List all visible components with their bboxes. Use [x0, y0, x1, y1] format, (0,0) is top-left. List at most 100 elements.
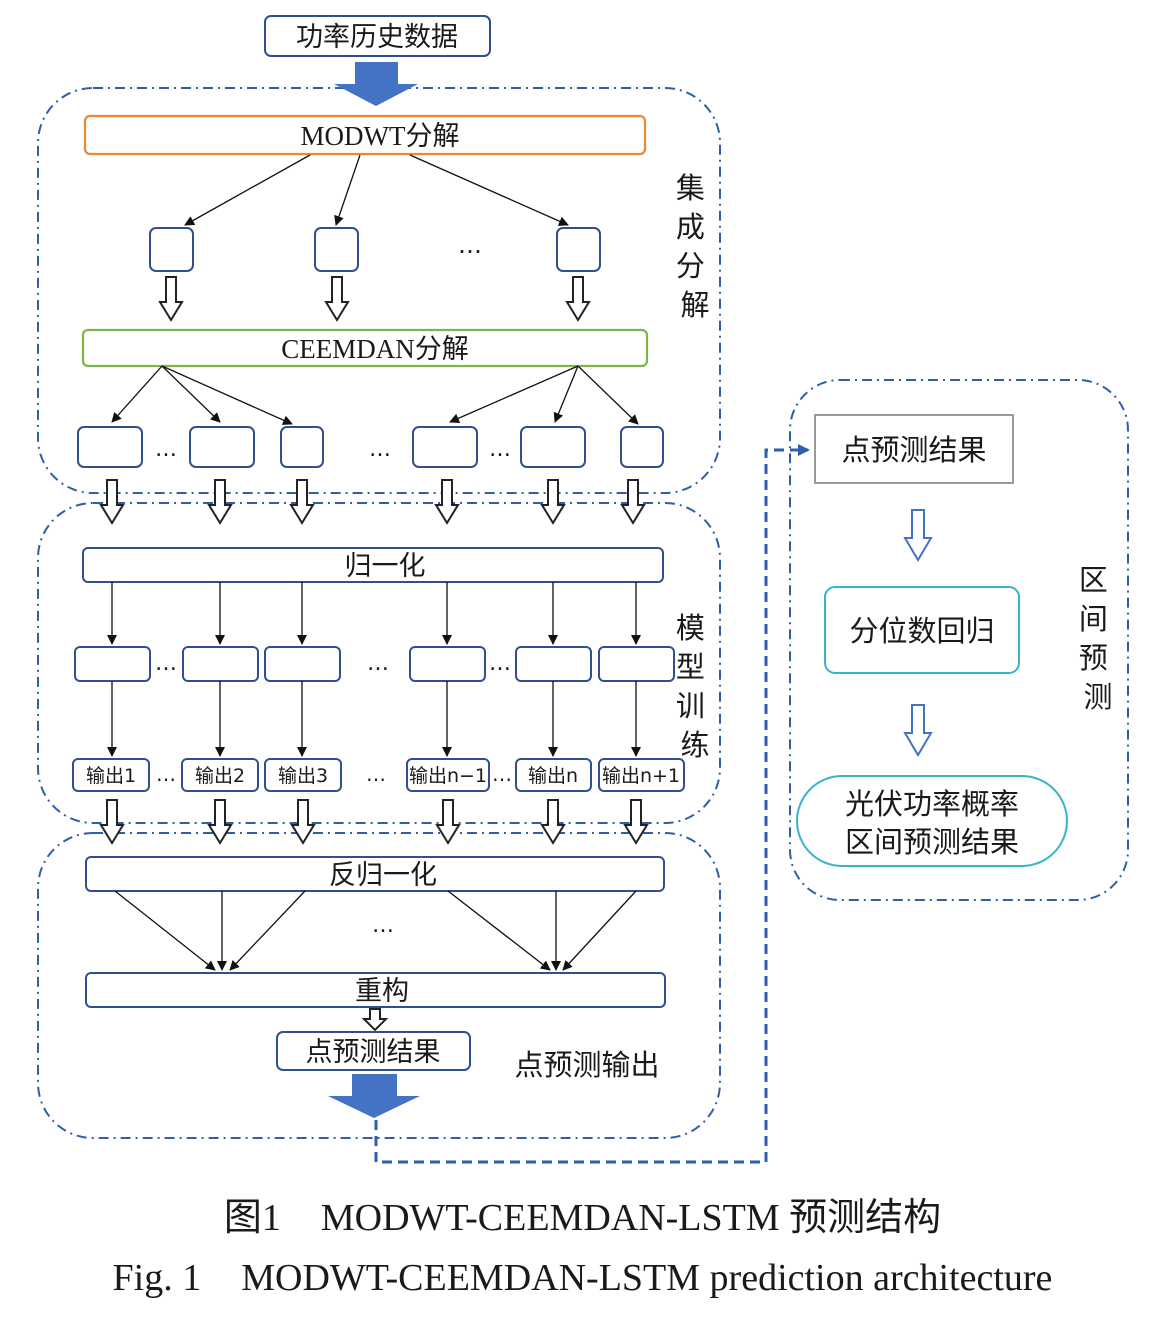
modwt-arrow-3 — [409, 154, 569, 226]
hollow-arrow — [291, 799, 315, 844]
modwt-component-box — [556, 227, 601, 272]
arrow — [562, 890, 637, 971]
interval-result-box — [796, 775, 1068, 867]
interval-result-line1: 光伏功率概率 — [845, 787, 1019, 821]
point-result-label: 点预测结果 — [306, 1037, 441, 1068]
lstm-box — [515, 646, 592, 682]
modwt-component-box — [314, 227, 359, 272]
lstm-box — [264, 646, 341, 682]
caption-cn-label: 图1 — [223, 1197, 281, 1239]
lstm-box — [182, 646, 259, 682]
modwt-arrow-2 — [334, 154, 361, 226]
ellipsis: … — [156, 762, 176, 786]
ceemdan-arrow — [577, 365, 639, 425]
ellipsis: … — [366, 762, 386, 786]
interval-section-label: 区 间 预 测 — [1079, 563, 1117, 714]
input-box — [264, 15, 491, 57]
caption-cn: 图1 MODWT-CEEMDAN-LSTM 预测结构 — [0, 1186, 1165, 1241]
output-label: 输出1 — [86, 765, 136, 787]
training-section-label: 模 型 训 练 — [676, 611, 714, 762]
imf-box — [520, 426, 586, 468]
arrow — [229, 890, 306, 971]
output-box — [406, 758, 490, 792]
hollow-arrow — [325, 276, 349, 321]
ellipsis: … — [369, 437, 391, 462]
ceemdan-arrow — [161, 365, 221, 423]
hollow-arrow — [904, 509, 932, 561]
output-box — [181, 758, 259, 792]
imf-box — [77, 426, 143, 468]
ellipsis: … — [155, 437, 177, 462]
modwt-arrow-1 — [184, 154, 311, 226]
ellipsis: … — [489, 651, 511, 676]
output-box — [598, 758, 685, 792]
lstm-box — [598, 646, 675, 682]
point-result-box — [276, 1031, 471, 1071]
output-label: 输出3 — [278, 765, 328, 787]
hollow-arrow — [100, 479, 124, 524]
imf-box — [412, 426, 478, 468]
hollow-arrow — [435, 479, 459, 524]
interval-section-border — [789, 379, 1129, 901]
interval-point-result-box — [814, 414, 1014, 484]
output-box — [72, 758, 150, 792]
hollow-arrow — [290, 479, 314, 524]
decomposition-section-label: 集 成 分 解 — [676, 171, 714, 322]
hollow-arrow — [624, 799, 648, 844]
hollow-arrow — [566, 276, 590, 321]
lstm-box — [74, 646, 151, 682]
ellipsis: … — [458, 231, 482, 259]
normalize-label: 归一化 — [345, 551, 426, 582]
ceemdan-arrow — [449, 365, 579, 423]
ellipsis: … — [372, 913, 394, 938]
output-box — [264, 758, 342, 792]
reconstruct-box — [85, 972, 666, 1008]
imf-box — [620, 426, 664, 468]
output-label: 输出n−1 — [409, 765, 487, 787]
input-block-arrow — [334, 62, 418, 106]
ceemdan-arrow — [553, 365, 579, 423]
output-label: 输出n+1 — [602, 765, 680, 787]
interval-result-line2: 区间预测结果 — [845, 825, 1019, 859]
ellipsis: … — [155, 651, 177, 676]
hollow-arrow — [621, 479, 645, 524]
ceemdan-label: CEEMDAN分解 — [281, 334, 469, 364]
output-label: 输出n — [528, 765, 578, 787]
caption-cn-text: MODWT-CEEMDAN-LSTM 预测结构 — [320, 1197, 942, 1239]
hollow-arrow — [159, 276, 183, 321]
hollow-arrow — [904, 704, 932, 756]
denormalize-box — [85, 856, 665, 892]
modwt-label: MODWT分解 — [301, 121, 460, 151]
hollow-arrow — [541, 799, 565, 844]
interval-point-result-label: 点预测结果 — [841, 433, 986, 467]
hollow-arrow — [208, 479, 232, 524]
output-box — [515, 758, 592, 792]
modwt-component-box — [149, 227, 194, 272]
arrow — [114, 890, 216, 971]
hollow-arrow — [100, 799, 124, 844]
imf-box — [189, 426, 255, 468]
connector-dashed-line — [374, 444, 810, 1164]
caption-en-text: MODWT-CEEMDAN-LSTM prediction architectu… — [241, 1257, 1053, 1299]
hollow-arrow — [208, 799, 232, 844]
ceemdan-arrow — [111, 365, 163, 423]
output-label: 输出2 — [195, 765, 245, 787]
point-output-section-label: 点预测输出 — [514, 1048, 659, 1082]
ellipsis: … — [492, 762, 512, 786]
ceemdan-arrow — [161, 365, 293, 425]
hollow-arrow — [436, 799, 460, 844]
hollow-arrow — [361, 1008, 389, 1032]
quantile-box — [824, 586, 1020, 674]
quantile-label: 分位数回归 — [849, 614, 994, 648]
hollow-arrow — [541, 479, 565, 524]
arrow — [447, 890, 551, 971]
point-output-section-border — [37, 832, 721, 1139]
training-section-border — [37, 502, 721, 824]
denormalize-label: 反归一化 — [329, 860, 437, 891]
reconstruct-label: 重构 — [355, 976, 409, 1007]
normalize-box — [82, 547, 664, 583]
lstm-box — [409, 646, 486, 682]
ellipsis: … — [367, 651, 389, 676]
